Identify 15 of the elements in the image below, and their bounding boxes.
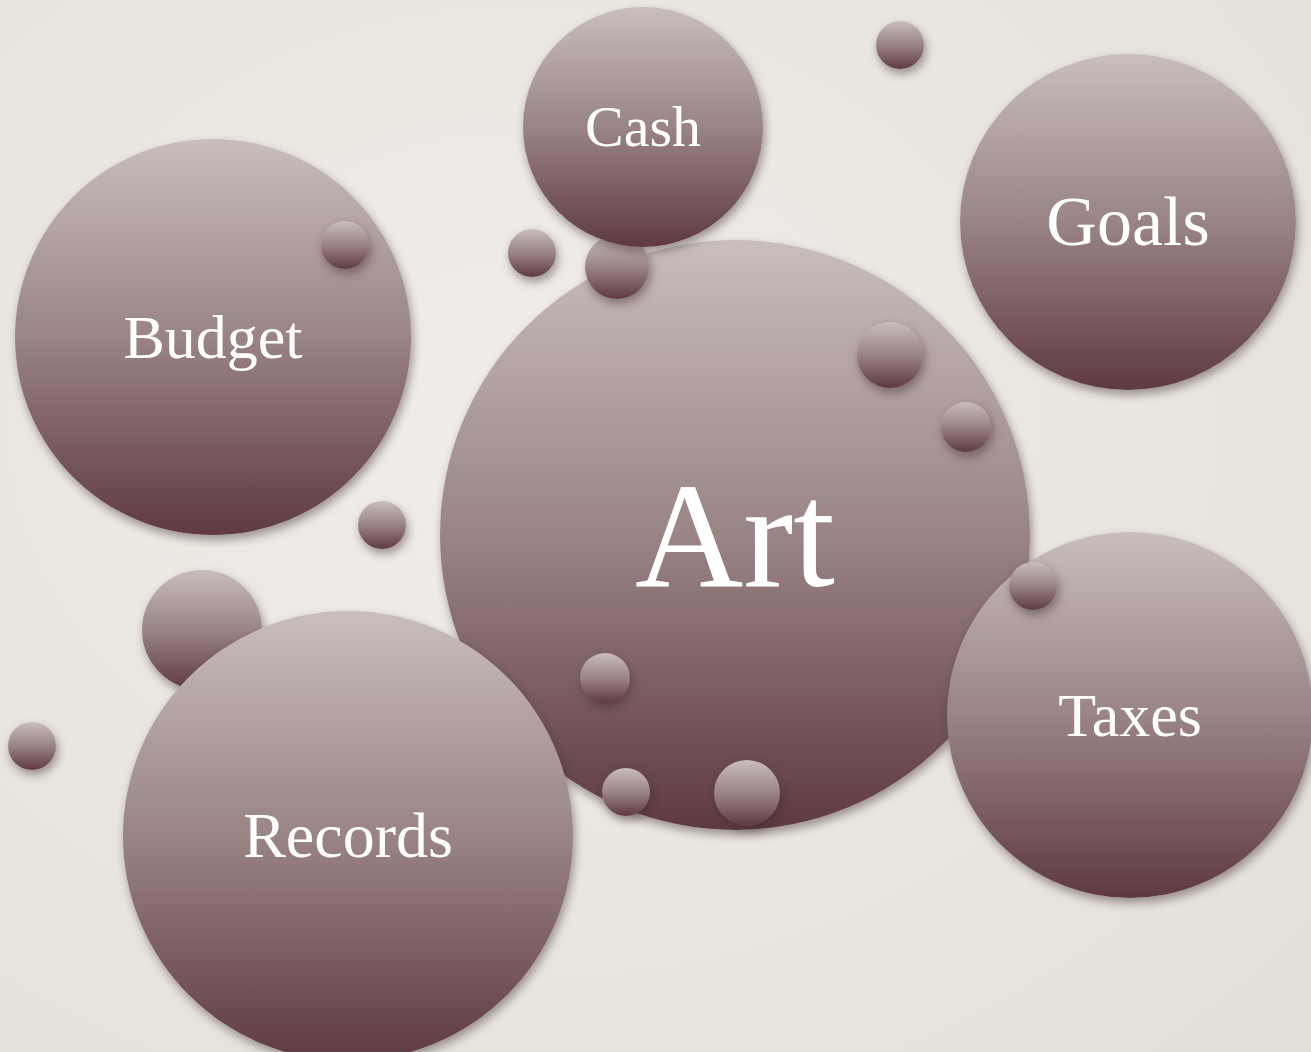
small-bubble [876, 21, 924, 69]
bubble-label: Art [635, 460, 835, 610]
small-bubble [358, 501, 406, 549]
bubble-label: Cash [585, 98, 701, 156]
small-bubble [602, 768, 650, 816]
small-bubble [941, 402, 991, 452]
small-bubble [508, 229, 556, 277]
bubble-label: Goals [1046, 187, 1210, 257]
small-bubble [321, 221, 369, 269]
small-bubble [8, 722, 56, 770]
bubble-label: Taxes [1058, 684, 1202, 746]
small-bubble [580, 653, 630, 703]
small-bubble [857, 322, 923, 388]
small-bubble [1009, 562, 1057, 610]
bubble-label: Records [243, 804, 453, 868]
